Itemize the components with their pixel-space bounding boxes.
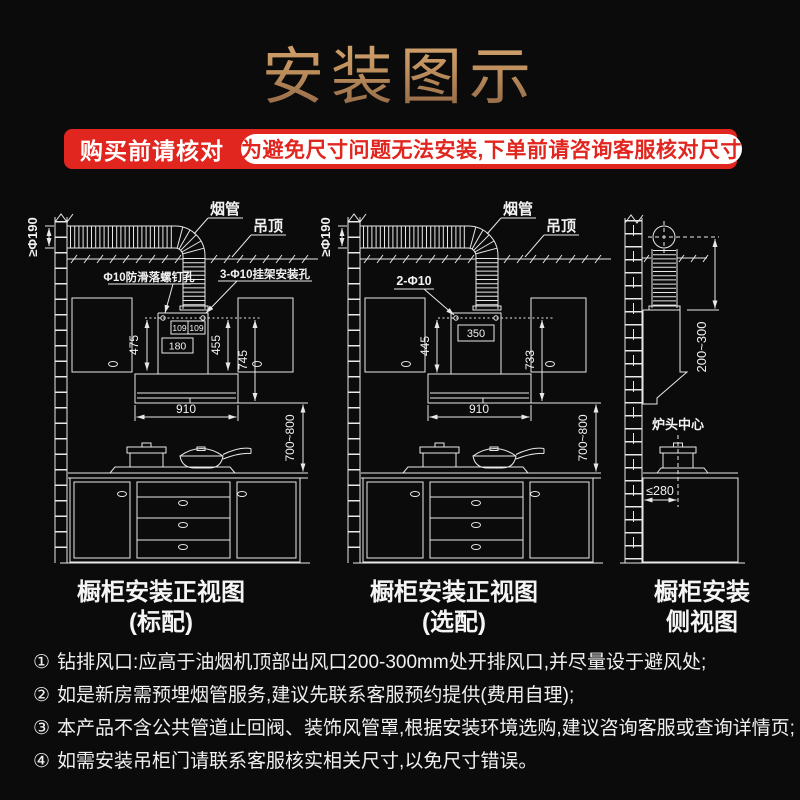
front-view-standard-diagram: ≥Φ190 烟管 吊顶 Φ10防滑落螺钉孔 3-Φ10挂架安装孔 109 109… — [25, 200, 320, 582]
note-text: 如需安装吊柜门请联系客服核实相关尺寸,以免尺寸错误。 — [57, 751, 538, 772]
dim-109-right: 109 — [189, 323, 203, 333]
dim-745: 745 — [236, 350, 250, 370]
caption-front-optional: 橱柜安装正视图 (选配) — [318, 578, 590, 638]
caption-front-standard-line1: 橱柜安装正视图 — [77, 579, 245, 606]
burner-center-label: 炉头中心 — [652, 417, 704, 432]
mount-hole-label: 2-Φ10 — [396, 274, 431, 288]
caption-side-view: 橱柜安装 侧视图 — [612, 578, 792, 638]
dim-700-800: 700~800 — [283, 414, 297, 461]
banner-message-pill: 为避免尺寸问题无法安装,下单前请咨询客服核对尺寸 — [241, 134, 742, 164]
dim-445: 445 — [418, 336, 432, 356]
screw-hole-label: Φ10防滑落螺钉孔 — [103, 270, 195, 284]
duct-label: 烟管 — [503, 200, 533, 218]
banner-message: 为避免尺寸问题无法安装,下单前请咨询客服核对尺寸 — [241, 139, 742, 162]
caption-front-optional-line1: 橱柜安装正视图 — [370, 579, 538, 606]
page-title: 安装图示 — [0, 26, 800, 116]
front-view-optional-diagram: ≥Φ190 烟管 吊顶 2-Φ10 350 445 733 910 700~80… — [318, 200, 613, 582]
note-number: ② — [33, 685, 51, 706]
cabinet-wall-duct-drawing — [45, 214, 318, 563]
caption-front-standard-line2: (标配) — [129, 609, 193, 636]
banner-left-label: 购买前请核对 — [80, 138, 224, 164]
note-number: ① — [33, 652, 51, 673]
dim-200-300: 200~300 — [694, 322, 709, 373]
note-text: 本产品不含公共管道止回阀、装饰风管罩,根据安装环境选购,建议咨询客服或查询详情页… — [57, 718, 795, 739]
dim-109-left: 109 — [172, 323, 186, 333]
dim-180: 180 — [169, 341, 187, 353]
dim-700-800: 700~800 — [576, 414, 590, 461]
note-row: ② 如是新房需预埋烟管服务,建议先联系客服预约提供(费用自理); — [33, 679, 795, 712]
warning-banner: 购买前请核对 为避免尺寸问题无法安装,下单前请咨询客服核对尺寸 — [64, 129, 742, 169]
min-duct-diameter-label: ≥Φ190 — [25, 217, 40, 257]
dim-910: 910 — [469, 402, 489, 416]
dim-475: 475 — [127, 335, 141, 355]
min-duct-diameter-label: ≥Φ190 — [318, 217, 333, 257]
dimension-lines — [108, 280, 312, 401]
note-row: ③ 本产品不含公共管道止回阀、装饰风管罩,根据安装环境选购,建议咨询客服或查询详… — [33, 712, 795, 745]
bracket-hole-label: 3-Φ10挂架安装孔 — [220, 267, 310, 281]
side-view-diagram: 200~300 炉头中心 ≤280 — [620, 214, 745, 564]
cabinet-wall-duct-drawing — [338, 214, 611, 563]
notes-list: ① 钻排风口:应高于油烟机顶部出风口200-300mm处开排风口,并尽量设于避风… — [33, 646, 795, 778]
dim-280: ≤280 — [646, 484, 674, 498]
dim-455: 455 — [209, 335, 223, 355]
dim-733: 733 — [523, 350, 537, 370]
caption-front-standard: 橱柜安装正视图 (标配) — [25, 578, 297, 638]
duct-label: 烟管 — [210, 200, 240, 218]
dimension-lines — [394, 288, 545, 401]
note-row: ① 钻排风口:应高于油烟机顶部出风口200-300mm处开排风口,并尽量设于避风… — [33, 646, 795, 679]
caption-front-optional-line2: (选配) — [422, 609, 486, 636]
note-row: ④ 如需安装吊柜门请联系客服核实相关尺寸,以免尺寸错误。 — [33, 745, 795, 778]
note-text: 如是新房需预埋烟管服务,建议先联系客服预约提供(费用自理); — [57, 685, 575, 706]
ceiling-label: 吊顶 — [253, 218, 283, 235]
ceiling-label: 吊顶 — [546, 218, 576, 235]
caption-side-view-line1: 橱柜安装 — [654, 579, 750, 606]
note-text: 钻排风口:应高于油烟机顶部出风口200-300mm处开排风口,并尽量设于避风处; — [57, 652, 707, 673]
dim-910: 910 — [176, 402, 196, 416]
dim-350: 350 — [467, 328, 485, 340]
side-view-drawing — [620, 214, 745, 564]
note-number: ③ — [33, 718, 51, 739]
note-number: ④ — [33, 751, 51, 772]
caption-side-view-line2: 侧视图 — [666, 609, 738, 636]
